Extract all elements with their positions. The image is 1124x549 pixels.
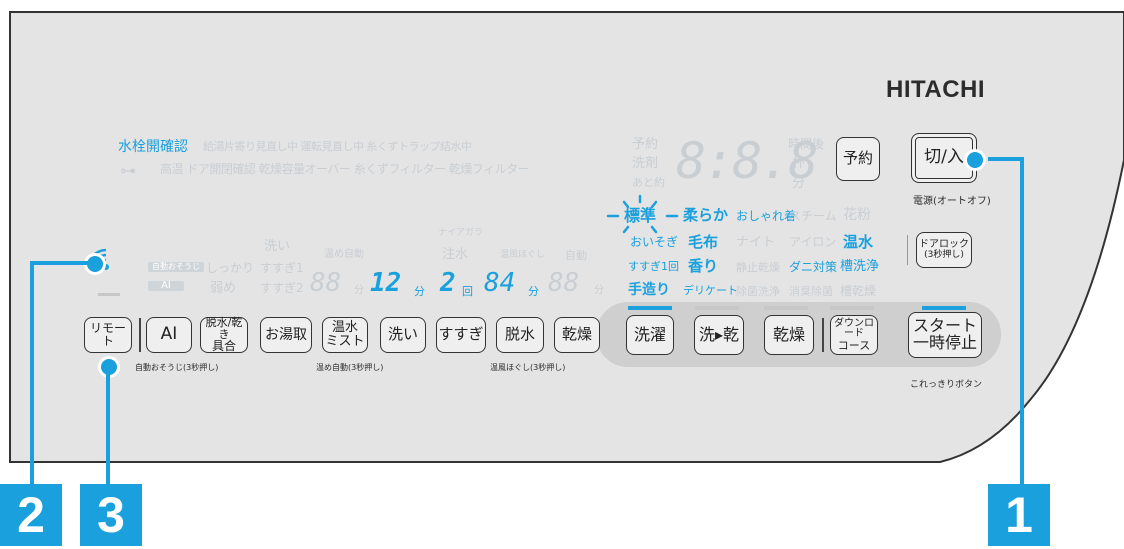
download-label-1: ダウンロード bbox=[834, 317, 874, 340]
seg-display-times: 2 bbox=[440, 268, 456, 298]
timer-atoyaku-label: あと約 bbox=[632, 176, 665, 189]
course-dani: ダニ対策 bbox=[789, 260, 838, 274]
susugi2-label: すすぎ2 bbox=[260, 281, 304, 295]
reserve-button[interactable]: 予約 bbox=[836, 137, 880, 181]
warm-mist-button[interactable]: 温水 ミスト bbox=[322, 317, 368, 353]
course-kaori: 香り bbox=[688, 257, 719, 275]
key-icon: ⊶ bbox=[120, 161, 136, 180]
divider bbox=[139, 318, 141, 352]
remote-button[interactable]: リモート bbox=[84, 317, 132, 353]
course-tezukuri: 手造り bbox=[628, 282, 670, 298]
course-shoshu-jokin: 消臭除菌 bbox=[789, 285, 833, 298]
course-sou-senjou: 槽洗浄 bbox=[840, 259, 880, 274]
course-seishi-kansou: 静止乾燥 bbox=[736, 261, 780, 274]
wash-button[interactable]: 洗い bbox=[380, 317, 426, 353]
timer-jikango-label: 時間後 bbox=[788, 137, 825, 151]
warm-mist-label-2: ミスト bbox=[325, 334, 365, 349]
door-lock-button[interactable]: ドアロック (3秒押し) bbox=[916, 232, 972, 268]
susugi1-label: すすぎ1 bbox=[260, 261, 304, 275]
callout-2-leader-v bbox=[30, 261, 34, 485]
chusui-label: 注水 bbox=[442, 247, 469, 262]
seg-display-spin: 84 bbox=[484, 268, 516, 298]
highlight-rays bbox=[606, 194, 679, 234]
rinse-button[interactable]: すすぎ bbox=[436, 317, 486, 353]
fun-label-1: 分 bbox=[354, 285, 364, 296]
ai-badge: AI bbox=[148, 281, 184, 291]
course-iron: アイロン bbox=[789, 235, 837, 249]
fun-label-3: 分 bbox=[528, 285, 539, 298]
warm-mist-label-1: 温水 bbox=[331, 320, 358, 336]
auto-clean-caption: 自動おそうじ(3秒押し) bbox=[135, 363, 219, 372]
door-lock-divider bbox=[907, 235, 908, 265]
timer-yoyaku-label: 予約 bbox=[632, 137, 659, 152]
timer-hai-label: 杯 bbox=[792, 156, 806, 171]
dry-button-left[interactable]: 乾燥 bbox=[554, 317, 600, 353]
hot-air-caption: 温風ほぐし(3秒押し) bbox=[490, 363, 566, 372]
shikkari-label: しっかり bbox=[206, 261, 255, 275]
door-lock-sub: (3秒押し) bbox=[924, 249, 964, 260]
course-jokin-senjou: 除菌洗浄 bbox=[736, 285, 780, 298]
naiaga-label: ナイアガラ bbox=[438, 228, 484, 238]
fun-label-2: 分 bbox=[414, 285, 425, 298]
callout-1-leader-h bbox=[988, 157, 1024, 161]
dry-button[interactable]: 乾燥 bbox=[764, 315, 814, 355]
wash-course-button[interactable]: 洗濯 bbox=[626, 315, 674, 355]
course-kafun: 花粉 bbox=[843, 207, 871, 223]
onsui-jido-label: 温め自動 bbox=[324, 249, 364, 260]
arai-label: 洗い bbox=[264, 239, 291, 254]
course-hyojun: 標準 bbox=[624, 206, 657, 225]
seg-display-5: 88 bbox=[548, 268, 580, 298]
kai-label: 回 bbox=[462, 285, 473, 298]
course-yawaraka: 柔らか bbox=[683, 206, 729, 224]
start-pause-button[interactable]: スタート 一時停止 bbox=[908, 312, 982, 358]
seg-display-1: 88 bbox=[310, 268, 342, 298]
course-sou-kansou: 槽乾燥 bbox=[840, 284, 877, 298]
course-night: ナイト bbox=[736, 235, 776, 250]
door-lock-label: ドアロック bbox=[919, 239, 969, 251]
divider bbox=[822, 318, 824, 352]
seg-display-minutes: 12 bbox=[370, 268, 402, 298]
ai-button[interactable]: AI bbox=[146, 317, 192, 353]
warm-auto-caption: 温め自動(3秒押し) bbox=[316, 363, 384, 372]
spin-dry-level-button[interactable]: 脱水/乾き 具合 bbox=[200, 317, 248, 353]
yowame-label: 弱め bbox=[210, 281, 237, 296]
course-susugi1: すすぎ1回 bbox=[628, 260, 679, 273]
callout-2-leader-h bbox=[30, 261, 88, 265]
timer-display: 8:8.8 bbox=[676, 132, 819, 190]
korekkiri-caption: これっきりボタン bbox=[910, 380, 983, 390]
course-oisogi: おいそぎ bbox=[630, 235, 679, 249]
spin-button[interactable]: 脱水 bbox=[496, 317, 544, 353]
status-row1-faint: 給湯片寄り見直し中 運転見直し中 糸くずトラップ結水中 bbox=[203, 140, 472, 153]
onpu-hogushi-label: 温風ほぐし bbox=[500, 250, 546, 260]
callout-3-leader-v bbox=[106, 370, 110, 485]
hot-water-intake-button[interactable]: お湯取 bbox=[260, 317, 312, 353]
callout-2: 2 bbox=[0, 484, 62, 546]
timer-fun-label: 分 bbox=[792, 176, 806, 191]
spin-dry-label-1: 脱水/乾き bbox=[205, 316, 243, 341]
status-row2-faint: 高温 ドア開閉確認 乾燥容量オーバー 糸くずフィルター 乾燥フィルター bbox=[160, 162, 530, 176]
timer-senzai-label: 洗剤 bbox=[632, 156, 659, 171]
pause-label: 一時停止 bbox=[912, 333, 977, 352]
water-tap-check: 水栓開確認 bbox=[118, 139, 188, 155]
power-caption: 電源(オートオフ) bbox=[913, 196, 991, 207]
brand-logo: HITACHI bbox=[886, 76, 986, 103]
spin-dry-label-2: 具合 bbox=[211, 339, 236, 354]
download-label-2: コース bbox=[837, 338, 871, 352]
course-steam: スチーム bbox=[789, 209, 837, 223]
course-moufu: 毛布 bbox=[688, 233, 719, 251]
auto-clean-badge: 自動おそうじ bbox=[148, 262, 204, 272]
jido-label: 自動 bbox=[565, 249, 587, 262]
start-label: スタート bbox=[912, 316, 977, 336]
course-delicate: デリケート bbox=[683, 284, 738, 297]
callout-3: 3 bbox=[80, 484, 142, 546]
fun-label-4: 分 bbox=[594, 285, 604, 296]
course-oshareki: おしゃれ着 bbox=[736, 209, 797, 223]
callout-1-leader-v bbox=[1020, 157, 1024, 485]
callout-1-marker bbox=[964, 149, 986, 171]
download-course-button[interactable]: ダウンロード コース bbox=[830, 315, 878, 355]
wash-dry-button[interactable]: 洗▸乾 bbox=[694, 315, 744, 355]
course-onsui: 温水 bbox=[843, 233, 874, 251]
callout-1: 1 bbox=[988, 484, 1050, 546]
